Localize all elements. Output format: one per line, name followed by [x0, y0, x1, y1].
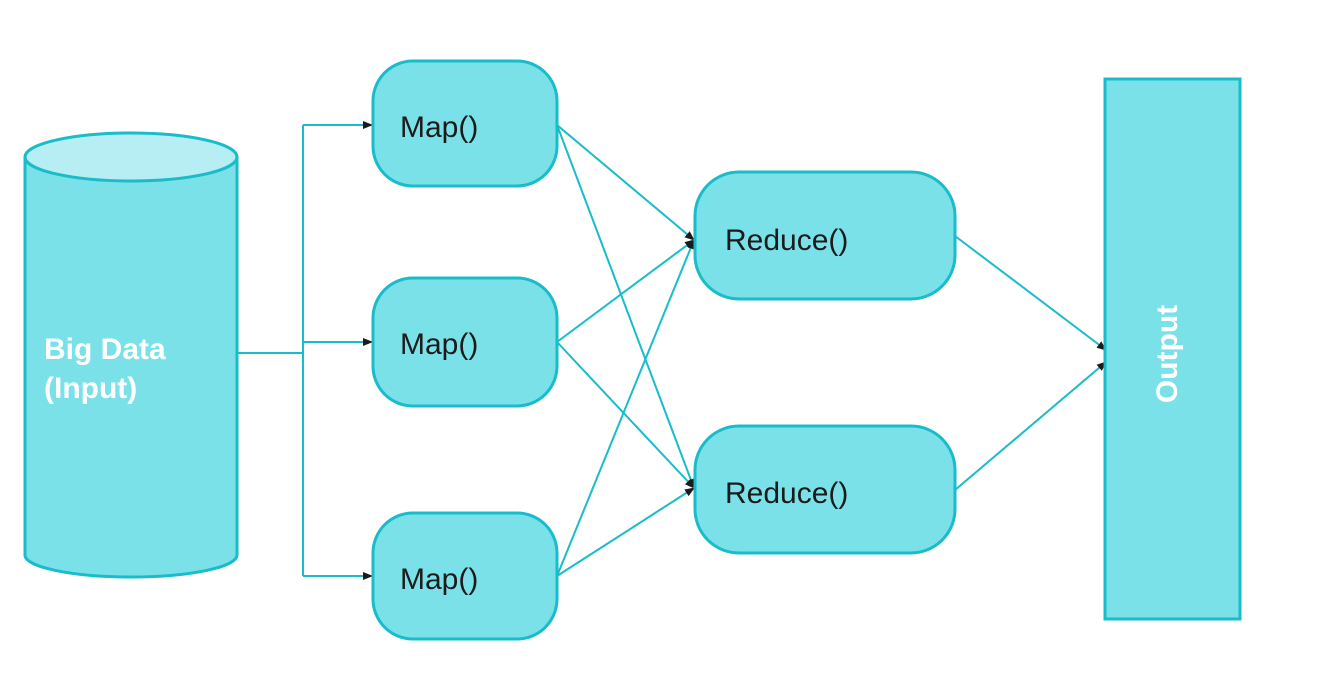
map-node-shape [371, 59, 559, 188]
input-label-line2: (Input) [44, 372, 137, 405]
map-node-label: Map() [400, 328, 478, 361]
output-box: Output [1103, 77, 1242, 621]
reduce-node-label: Reduce() [725, 224, 848, 257]
map-node: Map() [371, 511, 559, 641]
map-node-shape [371, 511, 559, 641]
map-node-label: Map() [400, 111, 478, 144]
map-node: Map() [371, 59, 559, 188]
edge-map3-reduce2 [556, 487, 695, 577]
reduce-node-shape [693, 170, 957, 301]
edge-map1-reduce1 [556, 124, 695, 241]
output-box-shape [1103, 77, 1242, 621]
edge-map2-reduce1 [556, 239, 695, 343]
input-label-line1: Big Data [44, 333, 166, 366]
cylinder-top [23, 131, 239, 183]
edge-map3-reduce1 [556, 239, 695, 577]
reduce-node-shape [693, 424, 957, 555]
edge-map1-reduce2 [556, 124, 695, 489]
reduce-node-label: Reduce() [725, 477, 848, 510]
edge-reduce1-output [954, 235, 1107, 351]
map-to-reduce-edges [556, 124, 695, 577]
output-label: Output [1151, 305, 1184, 403]
map-node: Map() [371, 276, 559, 408]
edge-map2-reduce2 [556, 341, 695, 489]
reduce-node: Reduce() [693, 424, 957, 555]
edge-reduce2-output [954, 361, 1107, 491]
reduce-to-output-edges [954, 235, 1107, 491]
map-node-label: Map() [400, 563, 478, 596]
input-to-map-edges [238, 121, 373, 580]
cylinder-body [23, 157, 239, 579]
reduce-node: Reduce() [693, 170, 957, 301]
input-cylinder: Big Data (Input) [23, 131, 239, 579]
map-node-shape [371, 276, 559, 408]
